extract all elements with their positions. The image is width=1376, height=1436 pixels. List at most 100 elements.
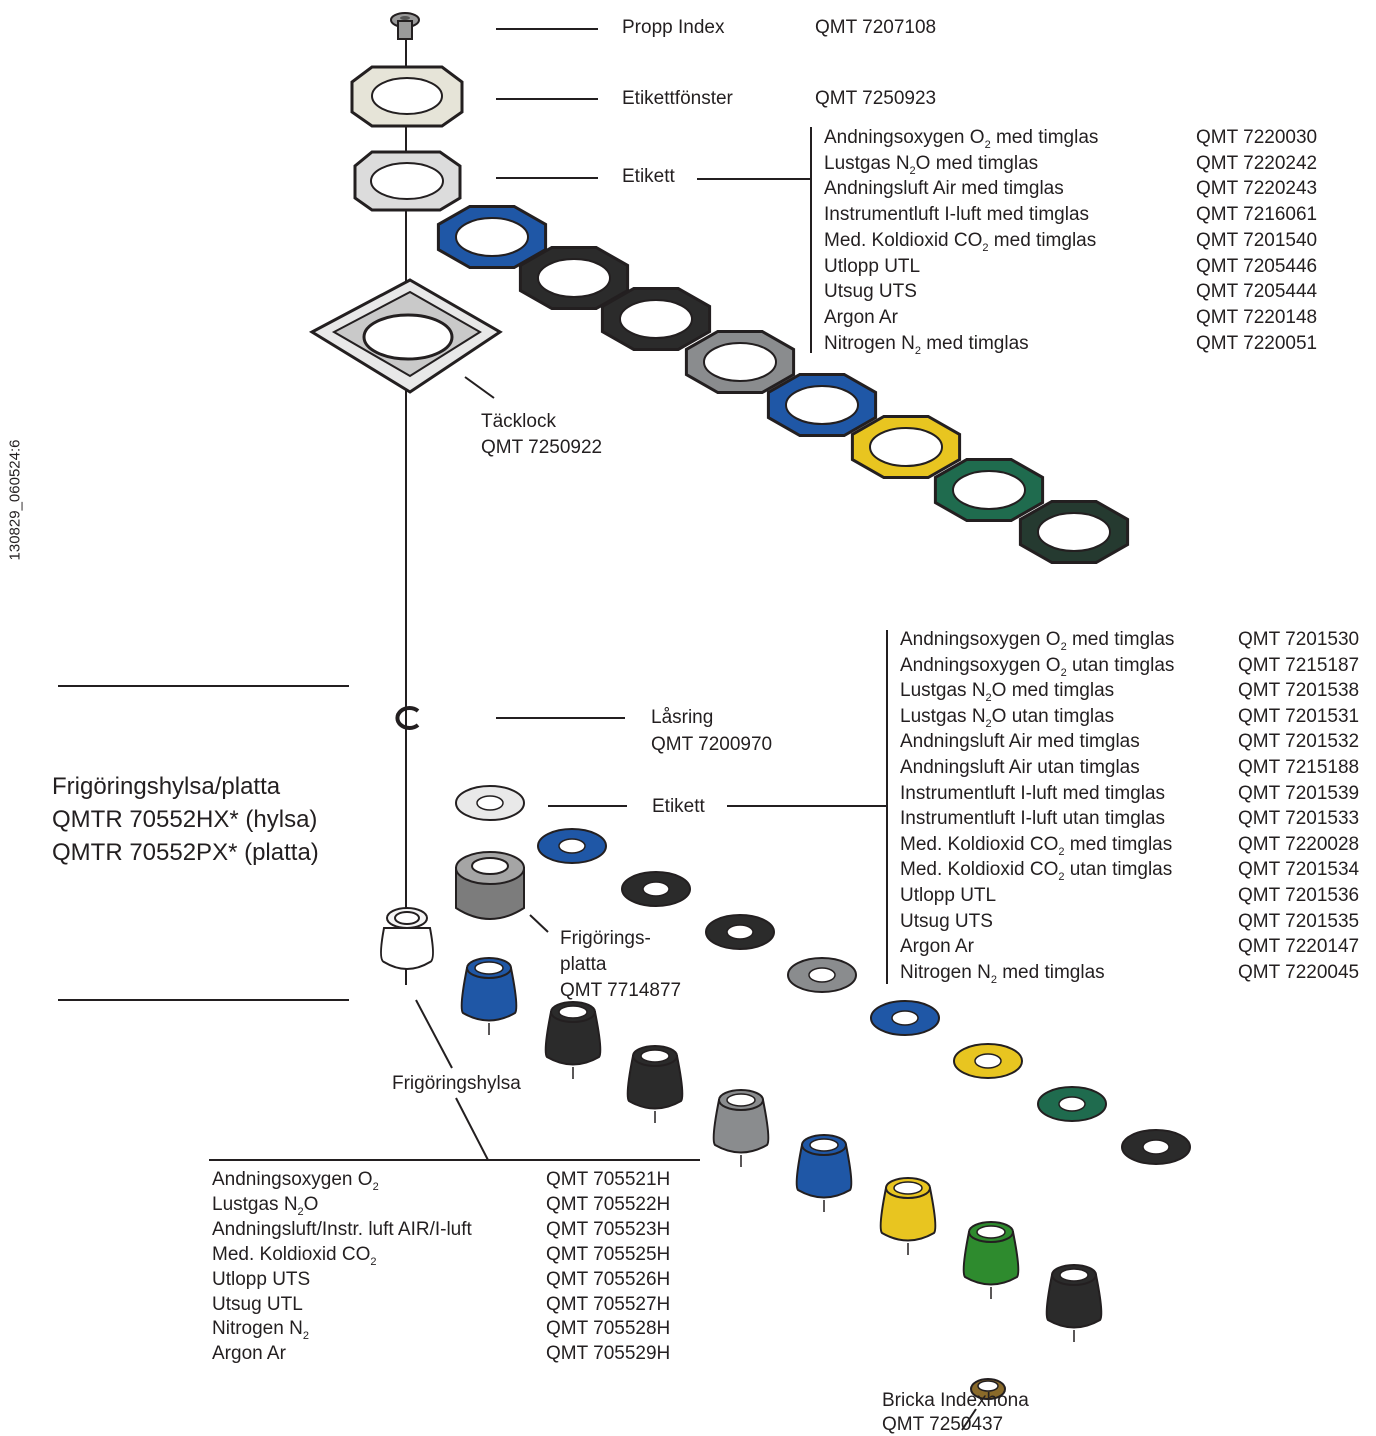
label-ring-white xyxy=(353,150,462,212)
cover-cap-part xyxy=(308,278,503,394)
colored-sleeve xyxy=(712,1089,770,1167)
label-window-code: QMT 7250923 xyxy=(815,88,937,109)
top-label-item-name: Andningsluft Air med timglas xyxy=(824,178,1064,200)
lower-label-title: Etikett xyxy=(652,796,705,817)
round-label xyxy=(870,1000,940,1036)
lower-label-item-code: QMT 7215187 xyxy=(1238,654,1360,676)
lower-label-item-name: Andningsluft Air utan timglas xyxy=(900,757,1140,778)
index-washer-name: Bricka Indexhona xyxy=(882,1390,1029,1411)
lower-label-item-name: Andningsoxygen O2 utan timglas xyxy=(900,654,1175,679)
lower-label-item-code: QMT 7201530 xyxy=(1238,629,1360,650)
colored-sleeve xyxy=(460,957,518,1035)
top-label-item-code: QMT 7220030 xyxy=(1196,127,1318,148)
release-plate-part xyxy=(455,851,525,920)
index-washer-code: QMT 7250437 xyxy=(882,1414,1004,1435)
label-ring xyxy=(684,330,796,394)
sleeve-label-item-code: QMT 705527H xyxy=(546,1293,671,1315)
round-label xyxy=(621,871,691,907)
label-ring xyxy=(933,458,1045,522)
lower-label-item-name: Instrumentluft I-luft utan timglas xyxy=(900,808,1166,830)
sleeve-label-item-name: Med. Koldioxid CO2 xyxy=(212,1243,377,1268)
release-sleeve-name: Frigöringshylsa xyxy=(392,1073,521,1094)
lower-label-item-code: QMT 7201534 xyxy=(1238,859,1360,881)
sleeve-label-item-code: QMT 705521H xyxy=(546,1169,671,1190)
sleeve-label-item-code: QMT 705522H xyxy=(546,1193,671,1215)
round-label xyxy=(455,785,525,821)
label-ring xyxy=(518,246,630,310)
lower-label-item-name: Med. Koldioxid CO2 utan timglas xyxy=(900,859,1173,884)
assembly-sleeve-code: QMTR 70552HX* (hylsa) xyxy=(52,806,318,833)
top-label-item-code: QMT 7205446 xyxy=(1196,255,1318,277)
cover-cap-name: Täcklock xyxy=(481,411,556,432)
release-plate-code: QMT 7714877 xyxy=(560,980,682,1001)
assembly-title: Frigöringshylsa/platta xyxy=(52,773,281,800)
round-label xyxy=(705,914,775,950)
lower-label-item-code: QMT 7201533 xyxy=(1238,808,1360,830)
round-label xyxy=(953,1043,1023,1079)
label-window-part xyxy=(350,65,464,128)
colored-sleeve xyxy=(544,1001,602,1079)
label-ring xyxy=(766,373,878,437)
top-label-item-name: Lustgas N2O med timglas xyxy=(824,152,1039,177)
label-window-name: Etikettfönster xyxy=(622,88,733,109)
label-ring xyxy=(600,287,712,351)
assembly-bracket-top xyxy=(58,685,349,687)
sleeve-label-item-name: Utlopp UTS xyxy=(212,1268,311,1290)
lower-label-item-code: QMT 7220045 xyxy=(1238,961,1360,983)
sleeve-label-item-code: QMT 705525H xyxy=(546,1243,671,1265)
lower-label-item-code: QMT 7201532 xyxy=(1238,731,1360,753)
colored-sleeve xyxy=(626,1045,684,1123)
assembly-bracket-bottom xyxy=(58,999,349,1001)
lower-label-item-name: Argon Ar xyxy=(900,936,974,958)
colored-sleeve xyxy=(879,1177,937,1255)
top-label-item-code: QMT 7220242 xyxy=(1196,152,1318,174)
lower-label-item-name: Andningsluft Air med timglas xyxy=(900,731,1140,753)
colored-sleeve xyxy=(795,1134,853,1212)
top-label-item-name: Nitrogen N2 med timglas xyxy=(824,332,1029,357)
lower-label-item-name: Utsug UTS xyxy=(900,910,993,932)
propp-index-code: QMT 7207108 xyxy=(815,17,937,38)
lower-label-item-name: Utlopp UTL xyxy=(900,885,997,906)
label-ring xyxy=(1018,500,1130,564)
lower-label-item-code: QMT 7201535 xyxy=(1238,910,1360,932)
lower-label-item-name: Nitrogen N2 med timglas xyxy=(900,961,1105,986)
top-label-item-code: QMT 7220051 xyxy=(1196,332,1318,354)
round-label xyxy=(537,828,607,864)
index-washer-part xyxy=(970,1378,1006,1400)
release-sleeve-white xyxy=(380,907,434,970)
lower-label-item-code: QMT 7201531 xyxy=(1238,705,1360,727)
lower-label-item-name: Lustgas N2O med timglas xyxy=(900,680,1115,705)
sleeve-label-item-name: Andningsoxygen O2 xyxy=(212,1169,379,1193)
label-ring xyxy=(436,205,548,269)
sleeve-table-rule xyxy=(209,1159,700,1161)
top-label-item-name: Med. Koldioxid CO2 med timglas xyxy=(824,229,1097,254)
sleeve-label-item-name: Utsug UTL xyxy=(212,1293,303,1315)
lower-label-item-code: QMT 7215188 xyxy=(1238,757,1360,778)
round-label xyxy=(1121,1129,1191,1165)
sleeve-label-item-code: QMT 705529H xyxy=(546,1343,671,1365)
lower-label-item-name: Andningsoxygen O2 med timglas xyxy=(900,629,1175,653)
top-label-bracket xyxy=(810,127,812,353)
lock-ring-name: Låsring xyxy=(651,707,714,728)
lock-ring-code: QMT 7200970 xyxy=(651,734,773,755)
top-label-item-code: QMT 7216061 xyxy=(1196,204,1318,226)
top-label-item-code: QMT 7220148 xyxy=(1196,306,1318,328)
sleeve-label-item-code: QMT 705526H xyxy=(546,1268,671,1290)
top-label-item-code: QMT 7201540 xyxy=(1196,229,1318,251)
label-rings-row xyxy=(436,205,1130,564)
sleeve-label-item-code: QMT 705528H xyxy=(546,1318,671,1340)
colored-sleeve xyxy=(962,1221,1020,1299)
lower-label-item-code: QMT 7201539 xyxy=(1238,782,1360,804)
sleeve-label-item-code: QMT 705523H xyxy=(546,1218,671,1240)
colored-sleeve xyxy=(1045,1264,1103,1342)
label-ring xyxy=(850,415,962,479)
colored-sleeves-row xyxy=(460,957,1103,1342)
lower-label-item-name: Lustgas N2O utan timglas xyxy=(900,705,1115,730)
lock-ring-part xyxy=(395,706,420,730)
lower-label-item-name: Med. Koldioxid CO2 med timglas xyxy=(900,833,1173,858)
top-label-item-code: QMT 7220243 xyxy=(1196,178,1318,200)
release-plate-name-2: platta xyxy=(560,954,607,975)
lower-label-item-name: Instrumentluft I-luft med timglas xyxy=(900,782,1166,804)
